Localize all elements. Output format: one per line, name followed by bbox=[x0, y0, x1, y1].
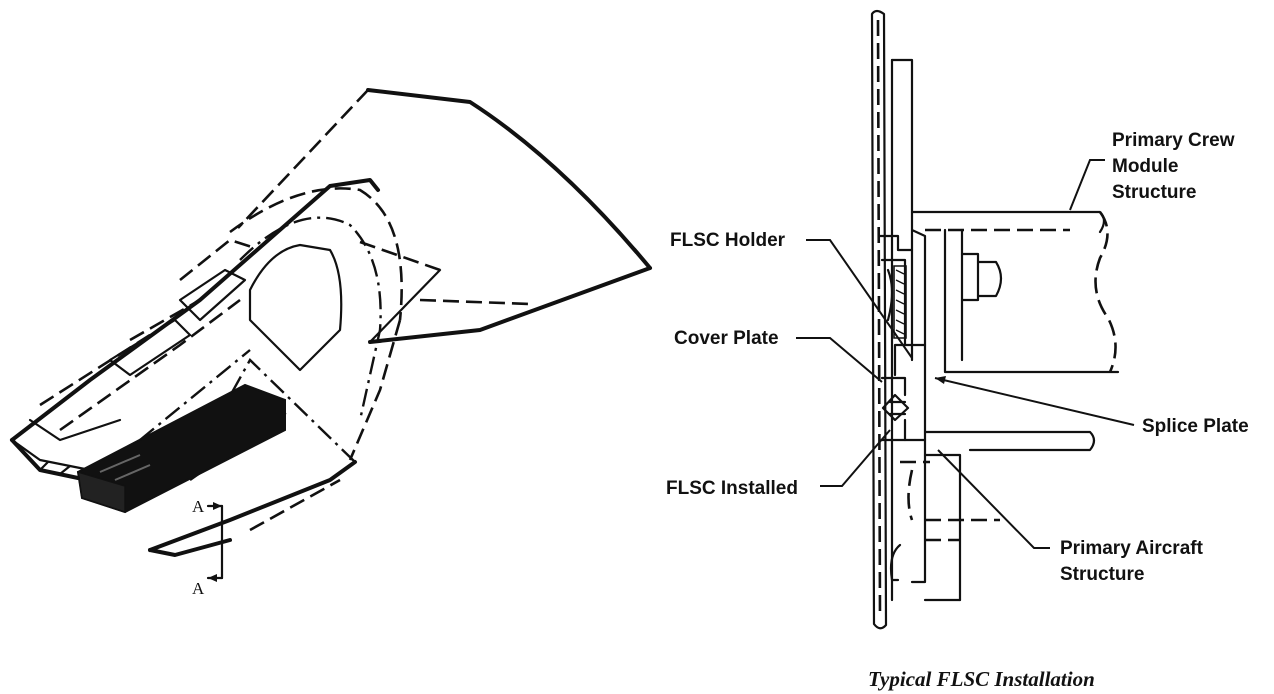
label-primary-aircraft-line1: Primary Aircraft bbox=[1060, 538, 1204, 559]
figure-caption: Typical FLSC Installation bbox=[868, 667, 1095, 691]
callout-leaders bbox=[796, 159, 1135, 549]
section-marker-top: A bbox=[192, 497, 205, 516]
label-flsc-holder: FLSC Holder bbox=[670, 230, 786, 251]
label-splice-plate: Splice Plate bbox=[1142, 416, 1249, 437]
label-flsc-installed: FLSC Installed bbox=[666, 478, 798, 499]
label-cover-plate: Cover Plate bbox=[674, 328, 779, 349]
crew-module-isometric: A A bbox=[10, 88, 652, 598]
label-primary-crew-module-line2: Module bbox=[1112, 156, 1179, 177]
section-marker-bottom: A bbox=[192, 579, 205, 598]
callout-labels: Primary Crew Module Structure FLSC Holde… bbox=[666, 130, 1249, 585]
label-primary-crew-module-line1: Primary Crew bbox=[1112, 130, 1235, 151]
label-primary-crew-module-line3: Structure bbox=[1112, 182, 1196, 203]
flsc-section-view bbox=[870, 9, 1120, 630]
label-primary-aircraft-line2: Structure bbox=[1060, 564, 1144, 585]
